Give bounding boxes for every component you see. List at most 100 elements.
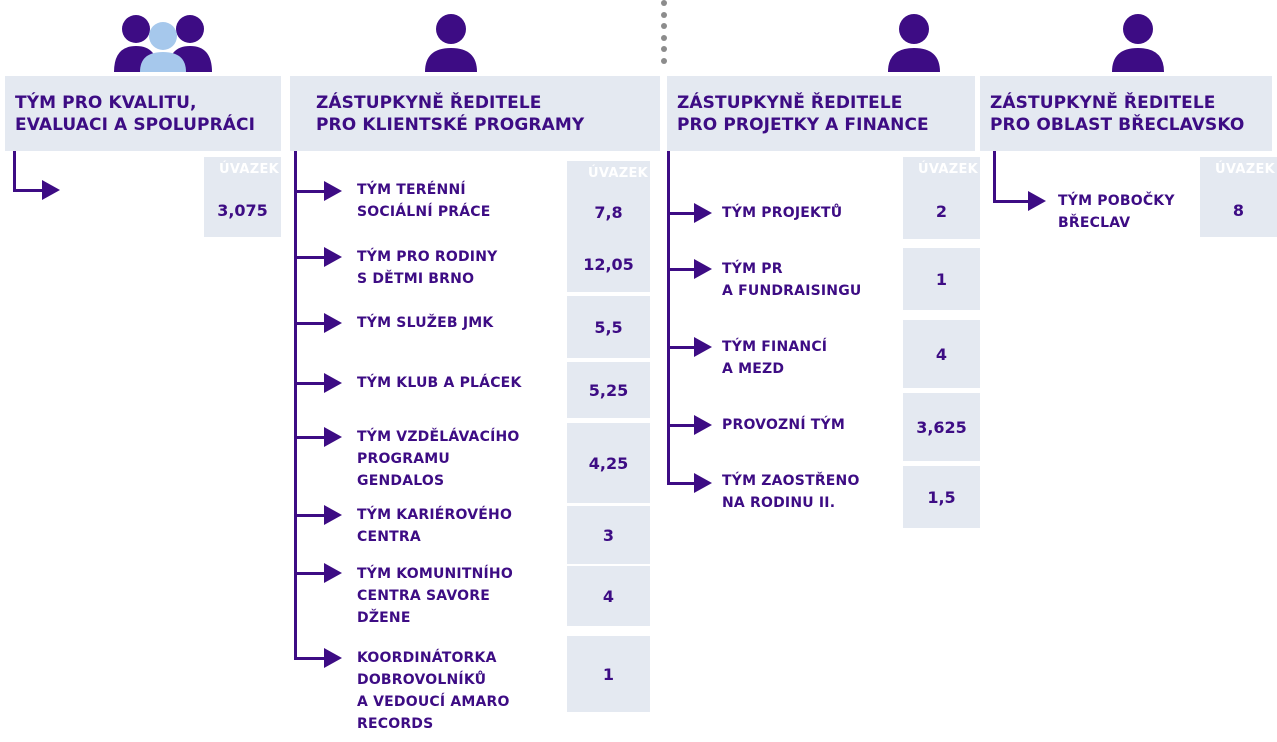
- fte-value: 3,625: [903, 393, 980, 461]
- team-label: TÝM KOMUNITNÍHO CENTRA SAVORE DŽENE: [357, 563, 513, 629]
- team-label-line: S DĚTMI BRNO: [357, 271, 475, 287]
- team-label: TÝM PR A FUNDRAISINGU: [722, 258, 861, 302]
- dotted-separator: [661, 0, 667, 69]
- team-label-line: A FUNDRAISINGU: [722, 283, 862, 299]
- team-label-line: NA RODINU II.: [722, 495, 836, 511]
- team-label-line: TÝM SLUŽEB JMK: [357, 315, 494, 331]
- uvazek-label: ÚVAZEK: [204, 157, 281, 183]
- arrow-icon: [1028, 191, 1046, 211]
- team-label-line: TÝM VZDĚLÁVACÍHO: [357, 429, 520, 445]
- connector-line: [294, 256, 326, 259]
- arrow-icon: [694, 259, 712, 279]
- group-icon: [114, 15, 212, 72]
- team-label-line: A VEDOUCÍ AMARO: [357, 694, 510, 710]
- connector-line: [993, 200, 1030, 203]
- connector-line: [294, 657, 326, 660]
- connector-line: [667, 268, 696, 271]
- team-label-line: TÝM KOMUNITNÍHO: [357, 566, 513, 582]
- arrow-icon: [694, 473, 712, 493]
- arrow-icon: [694, 337, 712, 357]
- connector-line: [294, 190, 326, 193]
- uvazek-label: ÚVAZEK: [1200, 157, 1277, 183]
- arrow-icon: [324, 247, 342, 267]
- team-label-line: A MEZD: [722, 361, 785, 377]
- connector-line: [294, 572, 326, 575]
- uvazek-label: ÚVAZEK: [903, 157, 980, 183]
- connector-line: [667, 212, 696, 215]
- header-line: ZÁSTUPKYNĚ ŘEDITELE: [677, 92, 903, 113]
- person-icon: [888, 14, 940, 72]
- team-label-line: KOORDINÁTORKA: [357, 650, 497, 666]
- team-label: TÝM TERÉNNÍ SOCIÁLNÍ PRÁCE: [357, 179, 491, 223]
- team-label-line: GENDALOS: [357, 473, 445, 489]
- arrow-icon: [324, 427, 342, 447]
- arrow-icon: [694, 203, 712, 223]
- arrow-icon: [694, 415, 712, 435]
- header-line: PRO OBLAST BŘECLAVSKO: [990, 114, 1245, 135]
- team-label-line: TÝM FINANCÍ: [722, 339, 828, 355]
- header-quality-team: TÝM PRO KVALITU, EVALUACI A SPOLUPRÁCI: [5, 76, 281, 151]
- team-label-line: RECORDS: [357, 716, 434, 732]
- team-label: TÝM VZDĚLÁVACÍHO PROGRAMU GENDALOS: [357, 426, 520, 492]
- team-label-line: DŽENE: [357, 610, 411, 626]
- header-line: PRO KLIENTSKÉ PROGRAMY: [316, 114, 585, 135]
- header-projects-finance: ZÁSTUPKYNĚ ŘEDITELE PRO PROJETKY A FINAN…: [667, 76, 975, 151]
- fte-value: 1: [903, 248, 980, 310]
- fte-value: 5,5: [567, 296, 650, 358]
- team-label: TÝM PRO RODINY S DĚTMI BRNO: [357, 246, 497, 290]
- connector-line: [667, 346, 696, 349]
- team-label-line: BŘECLAV: [1058, 215, 1131, 231]
- fte-value: 8: [1200, 183, 1277, 237]
- uvazek-label: ÚVAZEK: [567, 161, 650, 187]
- team-label-line: TÝM TERÉNNÍ: [357, 182, 466, 198]
- header-line: EVALUACI A SPOLUPRÁCI: [15, 114, 256, 135]
- team-label-line: TÝM PROJEKTŮ: [722, 205, 843, 221]
- arrow-icon: [324, 505, 342, 525]
- team-label-line: SOCIÁLNÍ PRÁCE: [357, 204, 491, 220]
- arrow-icon: [42, 180, 60, 200]
- connector-line: [294, 151, 297, 659]
- arrow-icon: [324, 563, 342, 583]
- arrow-icon: [324, 648, 342, 668]
- header-client-programs: ZÁSTUPKYNĚ ŘEDITELE PRO KLIENTSKÉ PROGRA…: [290, 76, 660, 151]
- arrow-icon: [324, 181, 342, 201]
- fte-value: 3: [567, 506, 650, 564]
- team-label-line: CENTRA SAVORE: [357, 588, 490, 604]
- fte-value: 3,075: [204, 183, 281, 237]
- fte-value: 4: [903, 320, 980, 388]
- team-label: TÝM KLUB A PLÁCEK: [357, 372, 522, 394]
- fte-value: 12,05: [567, 236, 650, 292]
- team-label: TÝM FINANCÍ A MEZD: [722, 336, 827, 380]
- team-label-line: TÝM ZAOSTŘENO: [722, 473, 860, 489]
- team-label-line: TÝM KLUB A PLÁCEK: [357, 375, 522, 391]
- team-label: TÝM POBOČKY BŘECLAV: [1058, 190, 1175, 234]
- connector-line: [294, 382, 326, 385]
- fte-value: 1: [567, 636, 650, 712]
- team-label-line: TÝM PR: [722, 261, 783, 277]
- team-label-line: TÝM POBOČKY: [1058, 193, 1175, 209]
- team-label-line: CENTRA: [357, 529, 421, 545]
- connector-line: [13, 189, 43, 192]
- arrow-icon: [324, 313, 342, 333]
- fte-value: 1,5: [903, 466, 980, 528]
- team-label: TÝM ZAOSTŘENO NA RODINU II.: [722, 470, 860, 514]
- person-icon: [425, 14, 477, 72]
- header-line: ZÁSTUPKYNĚ ŘEDITELE: [990, 92, 1216, 113]
- person-icon: [1112, 14, 1164, 72]
- connector-line: [294, 436, 326, 439]
- connector-line: [667, 424, 696, 427]
- header-breclav: ZÁSTUPKYNĚ ŘEDITELE PRO OBLAST BŘECLAVSK…: [980, 76, 1272, 151]
- arrow-icon: [324, 373, 342, 393]
- team-label: PROVOZNÍ TÝM: [722, 414, 845, 436]
- header-line: ZÁSTUPKYNĚ ŘEDITELE: [316, 92, 542, 113]
- team-label-line: TÝM PRO RODINY: [357, 249, 498, 265]
- fte-value: 2: [903, 183, 980, 239]
- connector-line: [294, 514, 326, 517]
- fte-value: 4: [567, 566, 650, 626]
- team-label-line: PROVOZNÍ TÝM: [722, 417, 846, 433]
- connector-line: [13, 151, 16, 192]
- connector-line: [294, 322, 326, 325]
- team-label-line: PROGRAMU: [357, 451, 450, 467]
